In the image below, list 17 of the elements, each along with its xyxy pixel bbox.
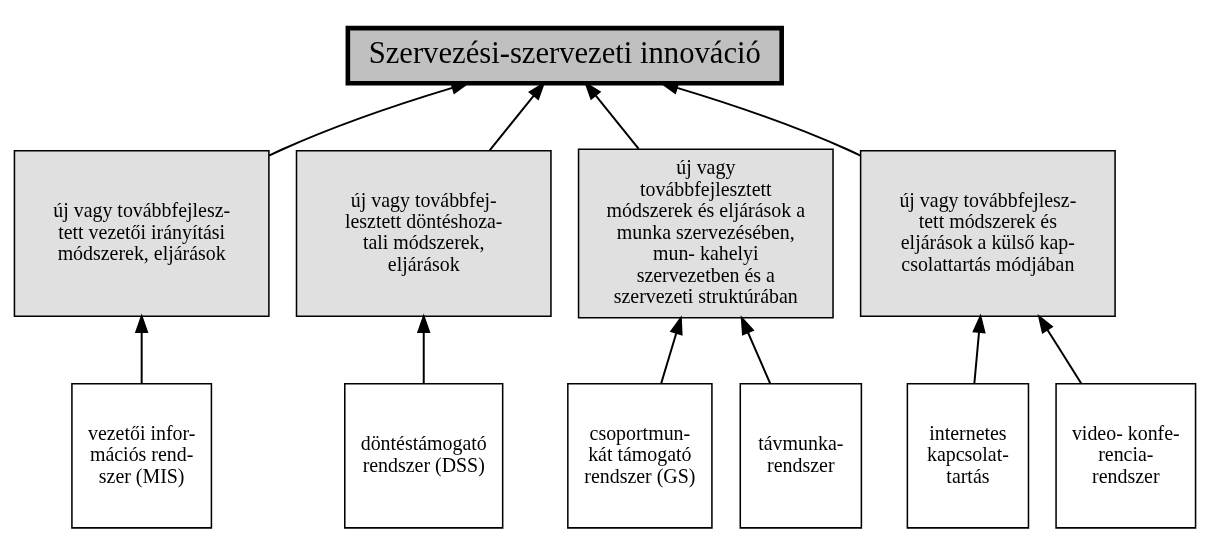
node-box: új vagy továbbfejlesz- tett vezetői irányítási módszerek, eljárások (13, 150, 270, 318)
arrow (416, 313, 431, 385)
node-box: internetes kapcsolat- tartás (906, 383, 1030, 529)
node-box: vezetői infor- mációs rend- szer (MIS) (71, 383, 213, 529)
node-box: csoportmun- kát támogató rendszer (GS) (567, 383, 713, 529)
node-box: új vagy továbbfej- lesztett döntéshoza- tali módszerek, eljárások (295, 150, 552, 318)
node-box: döntéstámogató rendszer (DSS) (344, 383, 504, 529)
arrow (1037, 314, 1083, 385)
node-box: video- konfe- rencia- rendszer (1055, 383, 1197, 529)
arrow (660, 315, 683, 385)
node-box: új vagy továbbfejlesztett módszerek és eljárások a munka szervezésében, mun- kahelyi szervezetben és a szervezeti struktúrában (577, 148, 834, 319)
arrow (972, 313, 986, 385)
node-box: Szervezési-szervezeti innováció (345, 25, 784, 86)
arrow (134, 313, 149, 385)
node-box: távmunka- rendszer (739, 383, 863, 529)
arrow (740, 315, 772, 385)
node-box: új vagy továbbfejlesz- tett módszerek és eljárások a külső kap- csolattartás módjában (859, 150, 1116, 318)
